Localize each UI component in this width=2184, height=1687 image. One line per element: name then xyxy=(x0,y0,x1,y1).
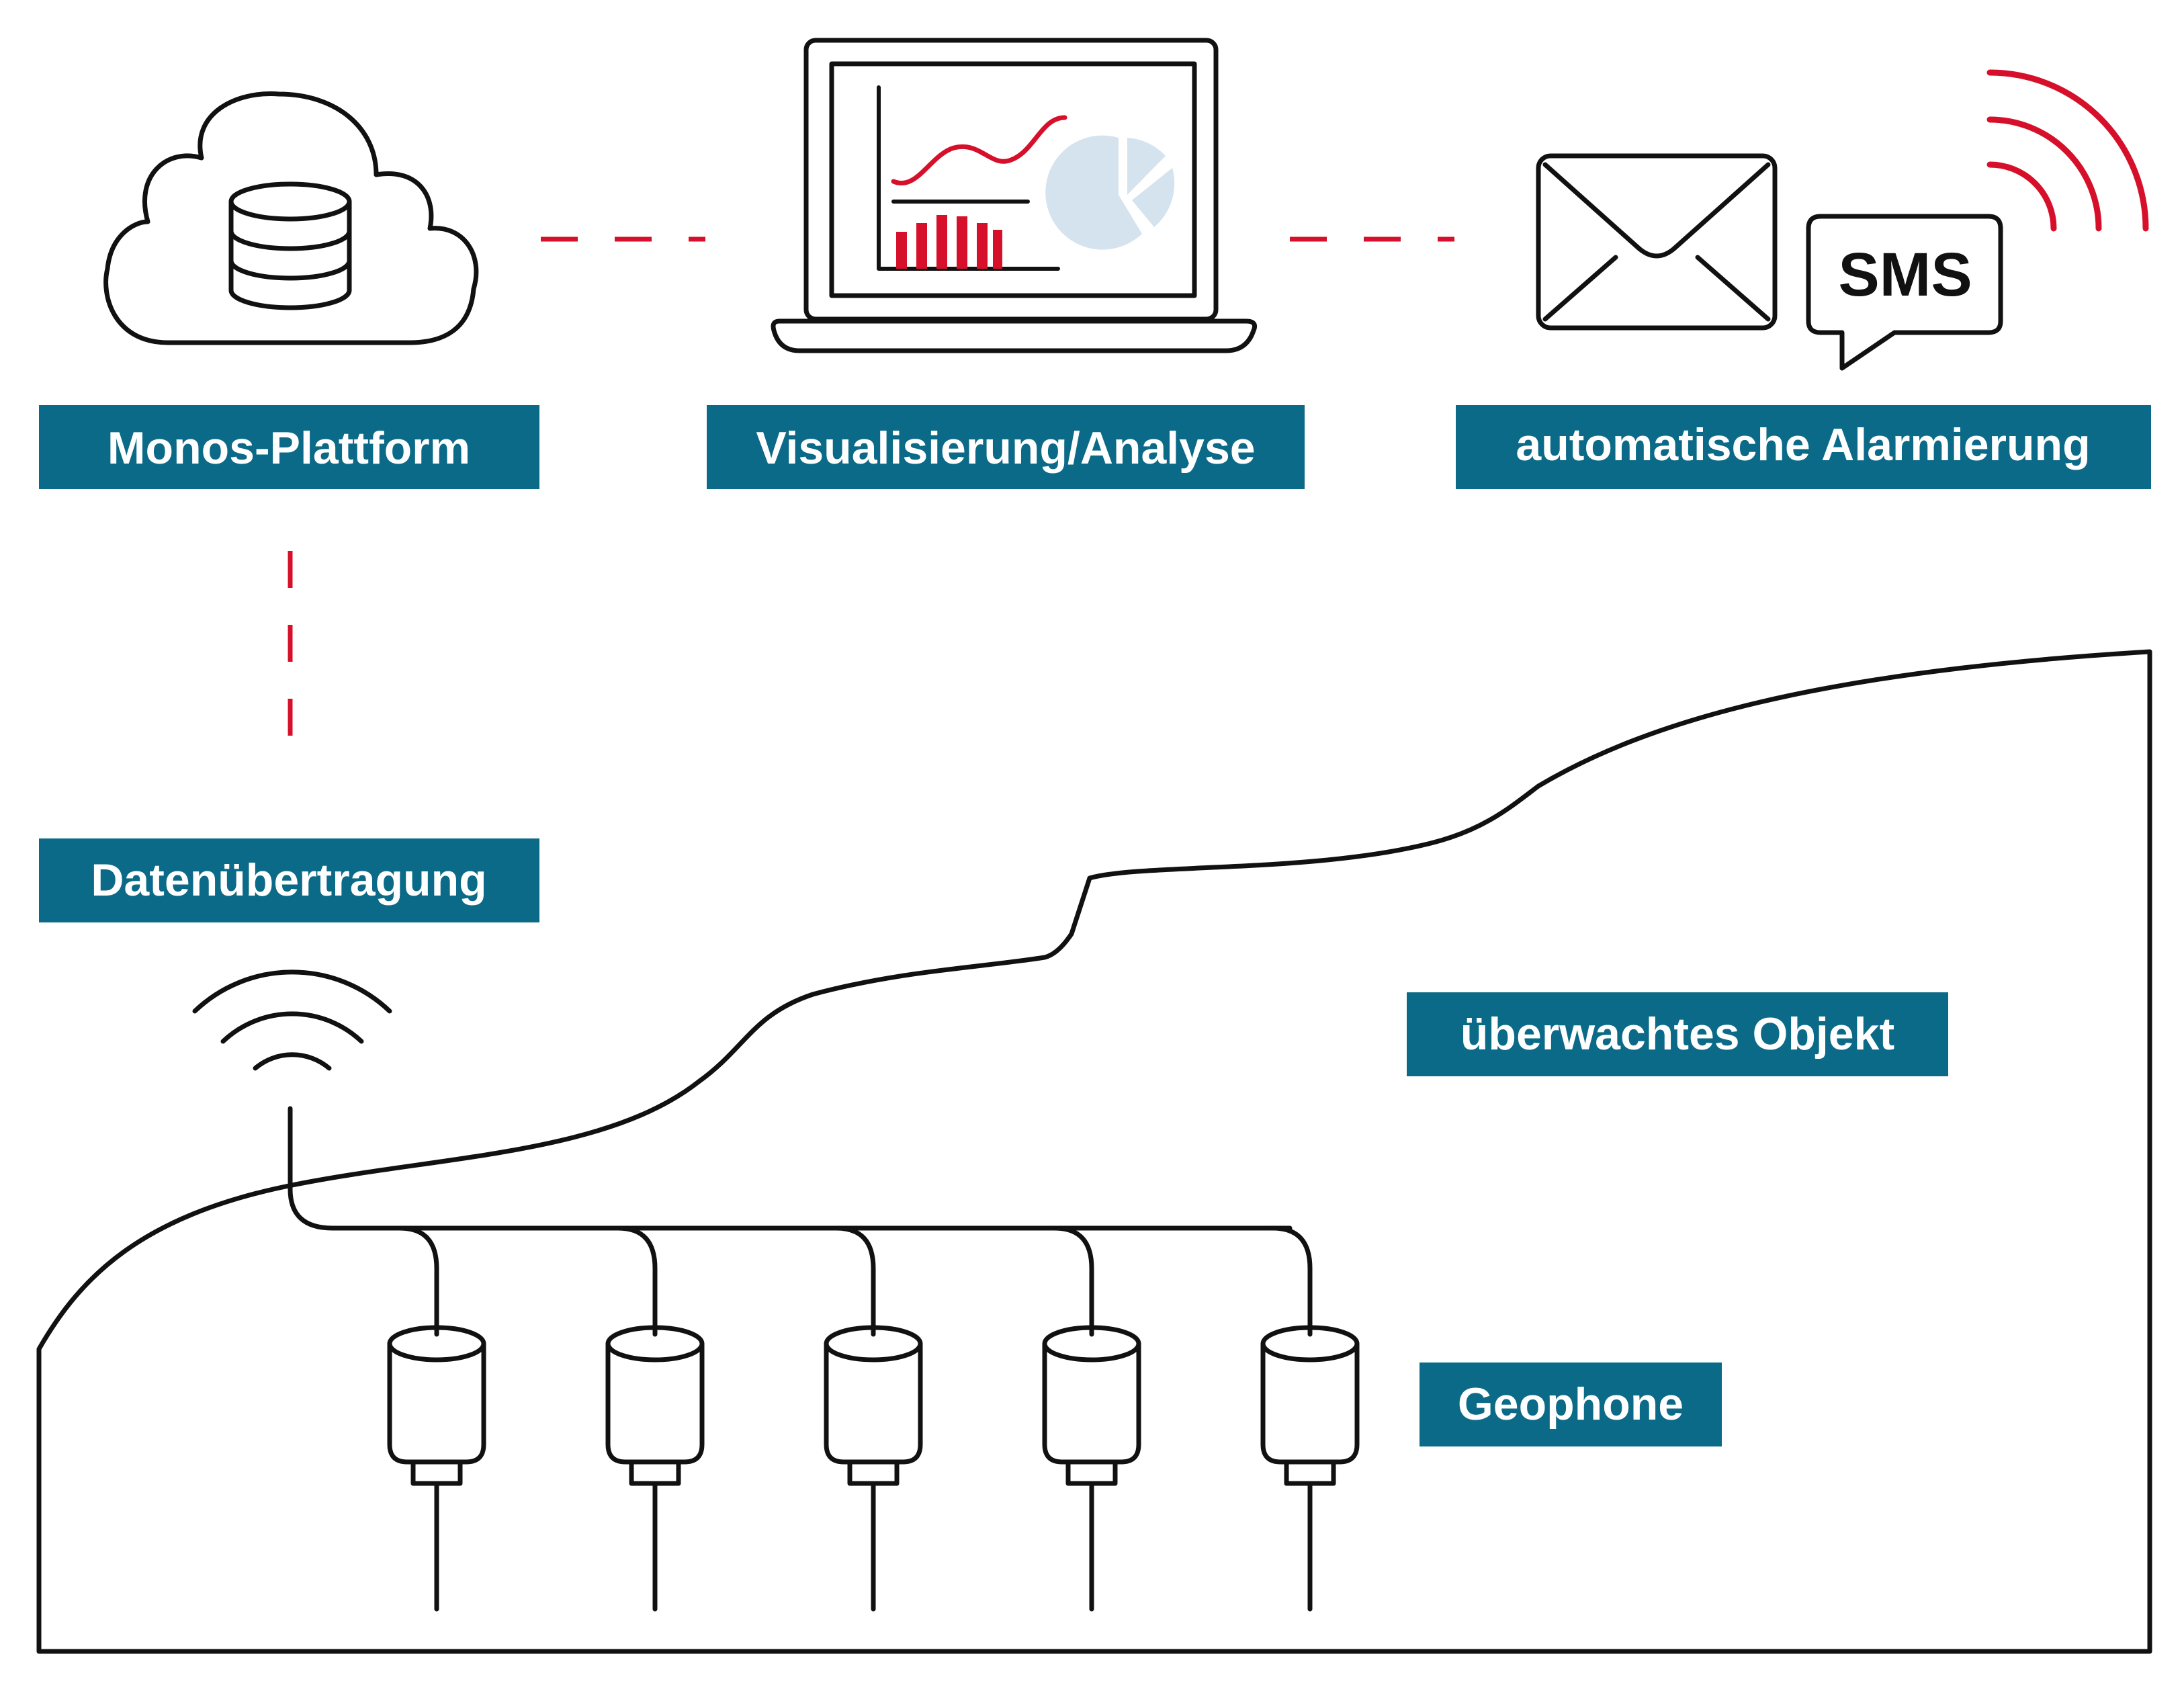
envelope-icon xyxy=(1536,153,1778,331)
cloud-database-icon xyxy=(103,91,479,345)
geophone-4 xyxy=(1042,1225,1141,1612)
label-visualization: Visualisierung/Analyse xyxy=(707,405,1305,489)
label-platform: Monos-Plattform xyxy=(39,405,539,489)
label-object: überwachtes Objekt xyxy=(1407,992,1948,1076)
geophone-body xyxy=(605,1341,705,1465)
geophone-body xyxy=(1260,1341,1360,1465)
label-alarm: automatische Alarmierung xyxy=(1456,405,2151,489)
geophone-array xyxy=(387,1225,1360,1612)
geophone-body xyxy=(387,1341,486,1465)
geophone-cable xyxy=(1052,1225,1094,1337)
geophone-connector xyxy=(1065,1459,1118,1486)
geophone-connector xyxy=(629,1459,681,1486)
geophone-cable xyxy=(397,1225,439,1337)
label-visualization-text: Visualisierung/Analyse xyxy=(756,423,1255,474)
label-alarm-text: automatische Alarmierung xyxy=(1516,419,2090,470)
geophone-body xyxy=(1042,1341,1141,1465)
geophone-connector xyxy=(410,1459,463,1486)
laptop-chart-icon xyxy=(771,38,1258,353)
label-geophones: Geophone xyxy=(1419,1362,1722,1446)
geophone-top xyxy=(824,1325,923,1362)
wifi-antenna-icon xyxy=(192,969,1293,1231)
geophone-5 xyxy=(1260,1225,1360,1612)
signal-waves-icon xyxy=(1986,69,2149,232)
geophone-top xyxy=(1260,1325,1360,1362)
connector-lines xyxy=(288,236,1454,773)
geophone-cable xyxy=(834,1225,876,1337)
label-transmission-text: Datenübertragung xyxy=(91,855,486,906)
geophone-1 xyxy=(387,1225,486,1612)
geophone-top xyxy=(605,1325,705,1362)
geophone-connector xyxy=(847,1459,900,1486)
geophone-body xyxy=(824,1341,923,1465)
geophone-2 xyxy=(605,1225,705,1612)
geophone-3 xyxy=(824,1225,923,1612)
geophone-cable xyxy=(615,1225,658,1337)
geophone-top xyxy=(1042,1325,1141,1362)
label-transmission: Datenübertragung xyxy=(39,838,539,922)
geophone-top xyxy=(387,1325,486,1362)
geophone-cable xyxy=(1270,1225,1313,1337)
geophone-connector xyxy=(1284,1459,1336,1486)
sms-text: SMS xyxy=(1838,241,1972,309)
monitored-object-outline xyxy=(36,649,2152,1654)
sms-bubble-icon: SMS xyxy=(1806,214,2003,371)
label-platform-text: Monos-Plattform xyxy=(107,423,470,474)
label-object-text: überwachtes Objekt xyxy=(1460,1008,1894,1059)
label-geophones-text: Geophone xyxy=(1458,1379,1684,1430)
